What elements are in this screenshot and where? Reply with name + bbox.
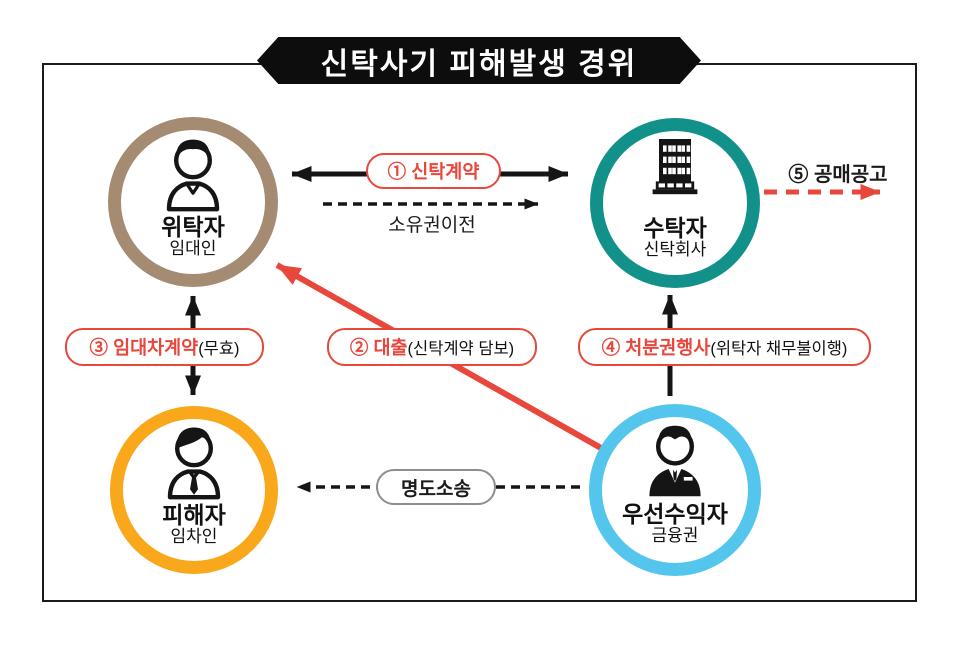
loan-label-red: ② 대출 xyxy=(349,337,408,358)
node-victim: 피해자 임차인 xyxy=(109,405,279,575)
node-trustee-name: 수탁자 xyxy=(643,215,707,241)
businessman-icon xyxy=(649,425,701,497)
lease-contract-label: ③ 임대차계약(무효) xyxy=(65,328,264,366)
lease-contract-label-black: (무효) xyxy=(198,340,240,358)
node-trustee: 수탁자 신탁회사 xyxy=(590,118,760,288)
lease-contract-label-red: ③ 임대차계약 xyxy=(89,337,199,358)
auction-notice-label: ⑤ 공매공고 xyxy=(788,164,888,186)
disposal-right-label: ④ 처분권행사(위탁자 채무불이행) xyxy=(578,328,871,366)
title-banner: 신탁사기 피해발생 경위 xyxy=(257,37,701,84)
node-victim-name: 피해자 xyxy=(162,502,226,528)
node-beneficiary: 우선수익자 금융권 xyxy=(589,404,761,574)
node-truster-subtitle: 임대인 xyxy=(169,239,217,259)
trust-contract-label-red: ① 신탁계약 xyxy=(387,161,480,182)
person-tie-icon xyxy=(167,427,221,500)
page-title: 신탁사기 피해발생 경위 xyxy=(320,47,638,81)
node-beneficiary-subtitle: 금융권 xyxy=(651,526,699,546)
disposal-right-label-red: ④ 처분권행사 xyxy=(601,337,711,358)
node-trustee-subtitle: 신탁회사 xyxy=(643,240,707,260)
trustee-ring xyxy=(590,118,760,288)
ownership-transfer-label: 소유권이전 xyxy=(388,215,476,236)
node-beneficiary-name: 우선수익자 xyxy=(622,501,728,527)
disposal-right-label-black: (위탁자 채무불이행) xyxy=(710,340,848,358)
eviction-suit-label: 명도소송 xyxy=(376,469,496,505)
building-icon xyxy=(652,139,698,195)
loan-label-black: (신탁계약 담보) xyxy=(407,340,515,358)
eviction-suit-label-text: 명도소송 xyxy=(401,478,471,500)
trust-contract-label: ① 신탁계약 xyxy=(366,153,501,189)
node-truster-name: 위탁자 xyxy=(161,214,225,240)
node-truster: 위탁자 임대인 xyxy=(108,117,278,287)
person-icon xyxy=(166,139,220,212)
node-victim-subtitle: 임차인 xyxy=(170,527,218,547)
loan-label: ② 대출(신탁계약 담보) xyxy=(327,328,537,366)
